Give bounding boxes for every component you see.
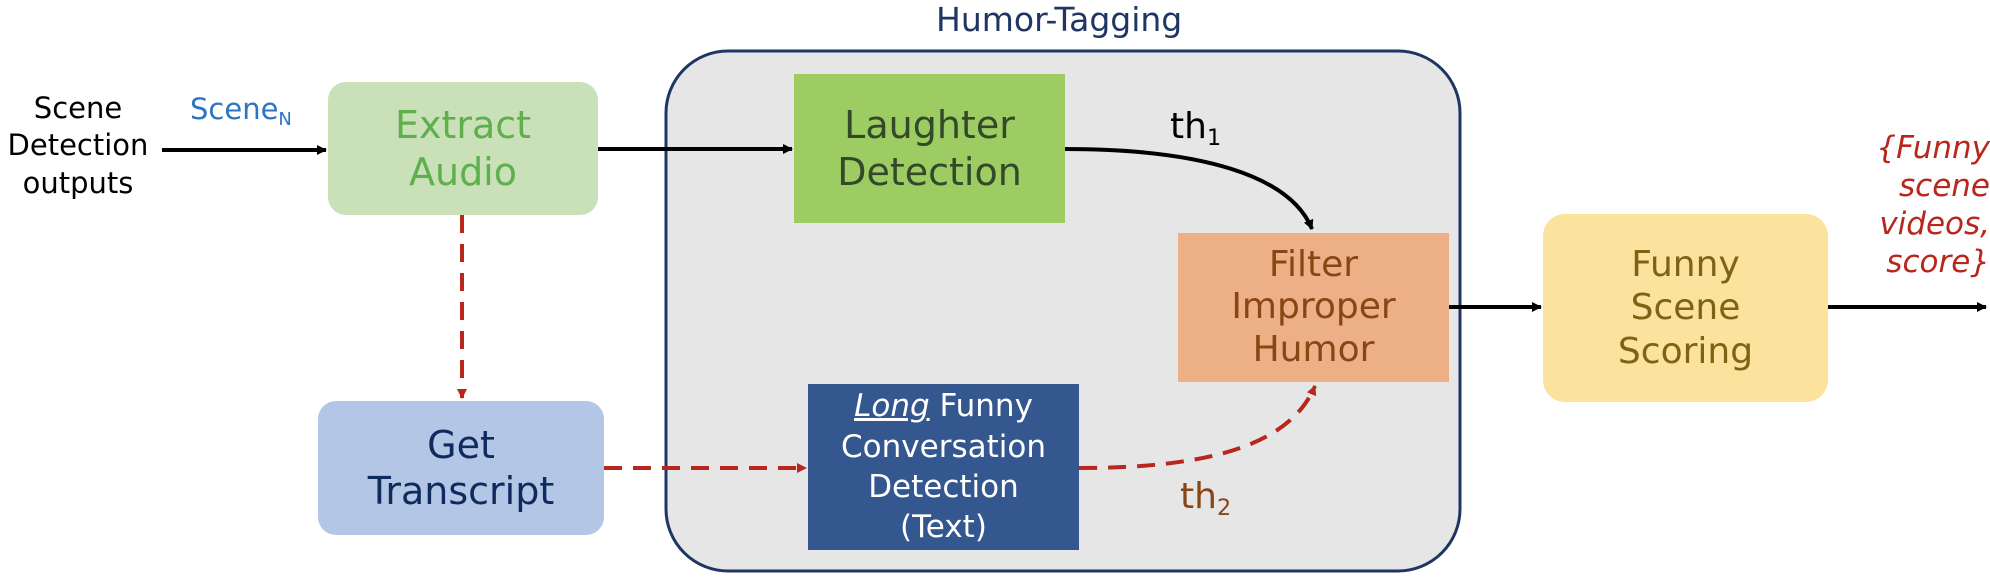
output-line-4: score} bbox=[1886, 243, 1990, 280]
filter-line-1: Filter bbox=[1268, 244, 1359, 286]
scoring-line-2: Scene bbox=[1630, 287, 1741, 329]
laughter-detection-line-2: Detection bbox=[837, 149, 1022, 194]
funny-conversation-node: Long Funny Conversation Detection (Text) bbox=[808, 384, 1079, 550]
filter-improper-humor-node: Filter Improper Humor bbox=[1178, 233, 1449, 382]
output-line-3: videos, bbox=[1879, 206, 1990, 242]
get-transcript-box bbox=[318, 401, 604, 535]
extract-audio-node: Extract Audio bbox=[328, 82, 598, 215]
get-transcript-node: Get Transcript bbox=[318, 401, 604, 535]
scene-detection-outputs-label: Scene Detection outputs bbox=[0, 84, 156, 208]
th2-subscript: 2 bbox=[1216, 495, 1232, 522]
funny-conversation-line-2: Conversation bbox=[841, 428, 1046, 465]
output-line-2: scene bbox=[1899, 168, 1990, 205]
long-emphasis: Long bbox=[854, 388, 930, 425]
th1-subscript: 1 bbox=[1206, 125, 1222, 152]
funny-scene-scoring-box bbox=[1543, 214, 1828, 402]
get-transcript-line-1: Get bbox=[427, 422, 495, 467]
laughter-to-filter-arrow bbox=[1064, 147, 1314, 230]
laughter-detection-box bbox=[794, 74, 1065, 223]
laughter-detection-line-1: Laughter bbox=[844, 103, 1015, 148]
get-transcript-line-2: Transcript bbox=[367, 469, 555, 513]
output-label: {Funny scene videos, score} bbox=[1826, 112, 1990, 300]
threshold-1-label: th1 bbox=[1170, 106, 1221, 149]
funny-conversation-line-3: Detection bbox=[868, 469, 1019, 505]
humor-tagging-title: Humor-Tagging bbox=[936, 0, 1183, 39]
funny-conversation-line-4: (Text) bbox=[900, 509, 987, 546]
scene-n-base: Scene bbox=[190, 92, 279, 126]
input-line-3: outputs bbox=[22, 165, 134, 200]
funny-conversation-box bbox=[808, 384, 1079, 550]
scene-n-subscript: N bbox=[278, 108, 292, 130]
filter-improper-humor-box bbox=[1178, 233, 1449, 382]
scoring-line-1: Funny bbox=[1631, 244, 1740, 286]
filter-line-2: Improper bbox=[1231, 286, 1396, 328]
input-line-1: Scene bbox=[33, 91, 123, 126]
extract-audio-line-1: Extract bbox=[394, 103, 532, 148]
laughter-detection-node: Laughter Detection bbox=[794, 74, 1065, 223]
extract-audio-box bbox=[328, 82, 598, 215]
scene-n-label: SceneN bbox=[190, 92, 292, 128]
scoring-line-3: Scoring bbox=[1617, 330, 1754, 372]
extract-audio-line-2: Audio bbox=[408, 149, 517, 194]
funny-scene-scoring-node: Funny Scene Scoring bbox=[1543, 214, 1828, 402]
funny-conversation-line-1: Long Funny bbox=[854, 386, 1033, 426]
th2-base: th bbox=[1180, 476, 1217, 517]
th1-base: th bbox=[1170, 106, 1207, 147]
conversation-to-filter-arrow bbox=[1078, 385, 1317, 470]
input-line-2: Detection bbox=[7, 128, 149, 163]
filter-line-3: Humor bbox=[1252, 328, 1375, 370]
funny-conversation-line-1-rest: Funny bbox=[929, 388, 1033, 425]
threshold-2-label: th2 bbox=[1180, 476, 1231, 519]
output-line-1: {Funny bbox=[1876, 130, 1990, 167]
